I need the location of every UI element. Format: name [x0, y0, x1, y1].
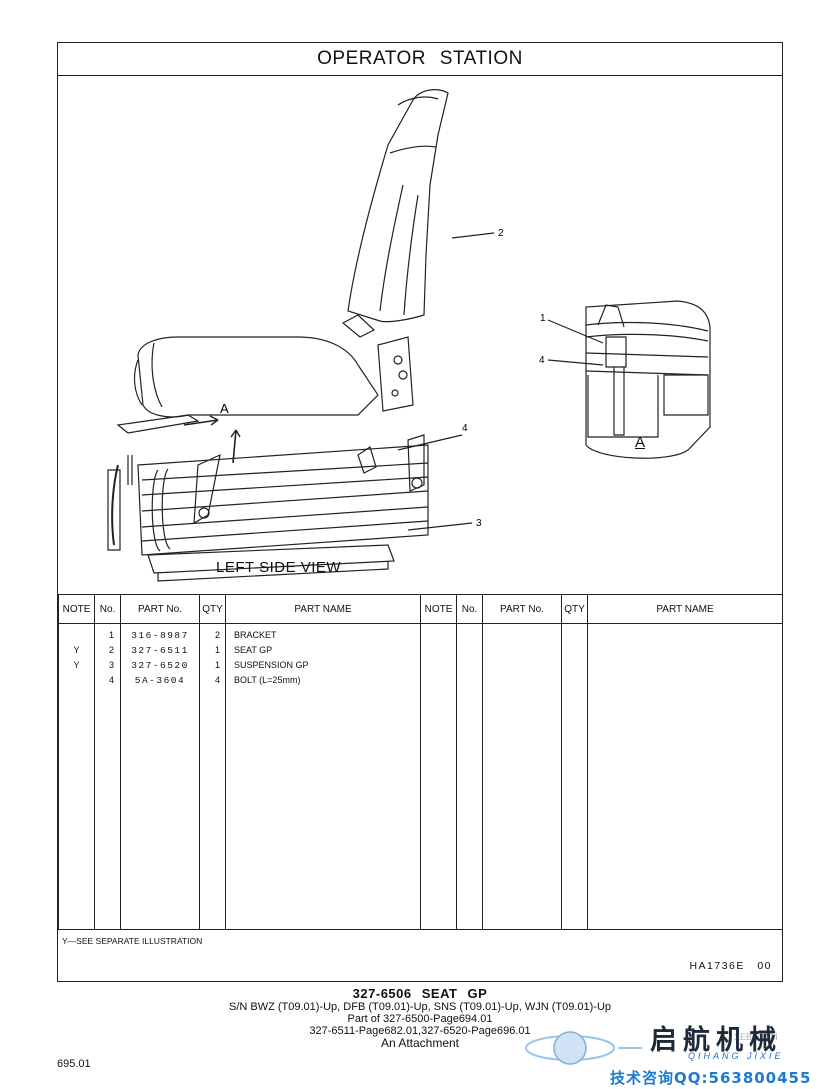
backrest-outline	[347, 89, 449, 323]
seat-cushion-outline	[137, 336, 379, 418]
table-cell-no: 4	[108, 675, 114, 685]
table-cell-part-no: 316-8987	[131, 630, 189, 641]
base-frame	[147, 544, 395, 574]
seat-drawing-svg: 1 2 3 4 1 4 A	[107, 89, 711, 582]
header-part-name: PART NAME	[225, 594, 421, 624]
table-body: Y Y 1 2 3 4 316-8987 327-6511 327-6520 5…	[58, 623, 783, 930]
watermark-code: XEBP0044	[734, 1032, 779, 1042]
caption-title: 327-6506 SEAT GP	[352, 986, 488, 1001]
caption-serials: S/N BWZ (T09.01)-Up, DFB (T09.01)-Up, SN…	[228, 1001, 612, 1013]
part-no-column: 316-8987 327-6511 327-6520 5A-3604	[120, 623, 200, 930]
parts-page-frame: OPERATOR STATION	[57, 42, 783, 982]
caption-pages: 327-6511-Page682.01,327-6520-Page696.01	[309, 1025, 531, 1037]
parts-list-table: NOTE No. PART No. QTY PART NAME NOTE No.…	[58, 594, 783, 930]
logo-chinese-name: 启航机械	[650, 1025, 782, 1056]
header-note: NOTE	[58, 594, 95, 624]
note-column: Y Y	[58, 623, 95, 930]
table-cell-part-no: 327-6520	[131, 660, 189, 671]
table-cell-note	[59, 673, 94, 688]
footnote: Y—SEE SEPARATE ILLUSTRATION	[62, 936, 203, 946]
header-no-2: No.	[456, 594, 483, 624]
table-cell-part-name: BRACKET	[234, 630, 277, 640]
table-cell-no: 3	[108, 660, 114, 670]
table-cell-part-name: SEAT GP	[234, 645, 273, 655]
table-cell-part-no: 5A-3604	[134, 675, 186, 686]
callout-2: 2	[498, 228, 504, 239]
qty-column-2	[561, 623, 588, 930]
no-column-2	[456, 623, 483, 930]
header-part-name-2: PART NAME	[587, 594, 783, 624]
detail-a-view	[585, 300, 711, 459]
seat-illustration: 1 2 3 4 1 4 A LEFT SIDE VIEW A	[58, 75, 782, 635]
callout-4: 4	[462, 423, 468, 434]
header-part-no: PART No.	[120, 594, 200, 624]
contact-qq: 技术咨询QQ:563800455	[610, 1069, 812, 1087]
detail-a-label: A	[635, 434, 646, 451]
table-cell-qty: 4	[214, 675, 220, 685]
table-cell-note: Y	[73, 660, 80, 670]
watermark-logo: 启航机械 QIHANG JIXIE 技术咨询QQ:563800455	[522, 1010, 838, 1089]
header-part-no-2: PART No.	[482, 594, 562, 624]
table-cell-no: 1	[108, 630, 114, 640]
header-qty: QTY	[199, 594, 226, 624]
header-no: No.	[94, 594, 121, 624]
table-cell-note	[59, 628, 94, 643]
logo-english-name: QIHANG JIXIE	[688, 1051, 784, 1061]
detail-marker-a: A	[220, 401, 229, 416]
table-header-row: NOTE No. PART No. QTY PART NAME NOTE No.…	[58, 594, 783, 624]
table-cell-qty: 1	[214, 645, 220, 655]
table-cell-qty: 2	[214, 630, 220, 640]
table-cell-part-no: 327-6511	[131, 645, 189, 656]
reference-code: HA1736E 00	[689, 960, 772, 972]
page-title: OPERATOR STATION	[58, 43, 782, 76]
caption-part-of: Part of 327-6500-Page694.01	[347, 1013, 493, 1025]
part-no-column-2	[482, 623, 562, 930]
qty-column: 2 1 1 4	[199, 623, 226, 930]
header-note-2: NOTE	[420, 594, 457, 624]
adjust-handle	[341, 314, 376, 338]
no-column: 1 2 3 4	[94, 623, 121, 930]
table-cell-qty: 1	[214, 660, 220, 670]
suspension-bellows	[137, 444, 429, 556]
footnote-area: Y—SEE SEPARATE ILLUSTRATION HA1736E 00	[58, 929, 782, 982]
note-column-2	[420, 623, 457, 930]
part-name-column: BRACKET SEAT GP SUSPENSION GP BOLT (L=25…	[225, 623, 421, 930]
part-name-column-2	[587, 623, 783, 930]
left-side-view-label: LEFT SIDE VIEW	[216, 559, 342, 576]
table-cell-part-name: BOLT (L=25mm)	[234, 675, 301, 685]
callout-1: 1	[540, 313, 546, 324]
caption-attachment: An Attachment	[380, 1036, 460, 1050]
table-cell-part-name: SUSPENSION GP	[234, 660, 309, 670]
table-cell-no: 2	[108, 645, 114, 655]
header-qty-2: QTY	[561, 594, 588, 624]
page-number: 695.01	[57, 1058, 91, 1070]
callout-3: 3	[476, 518, 482, 529]
table-cell-note: Y	[73, 645, 80, 655]
globe-logo-icon	[525, 1031, 642, 1065]
detail-callout-4: 4	[539, 355, 545, 366]
